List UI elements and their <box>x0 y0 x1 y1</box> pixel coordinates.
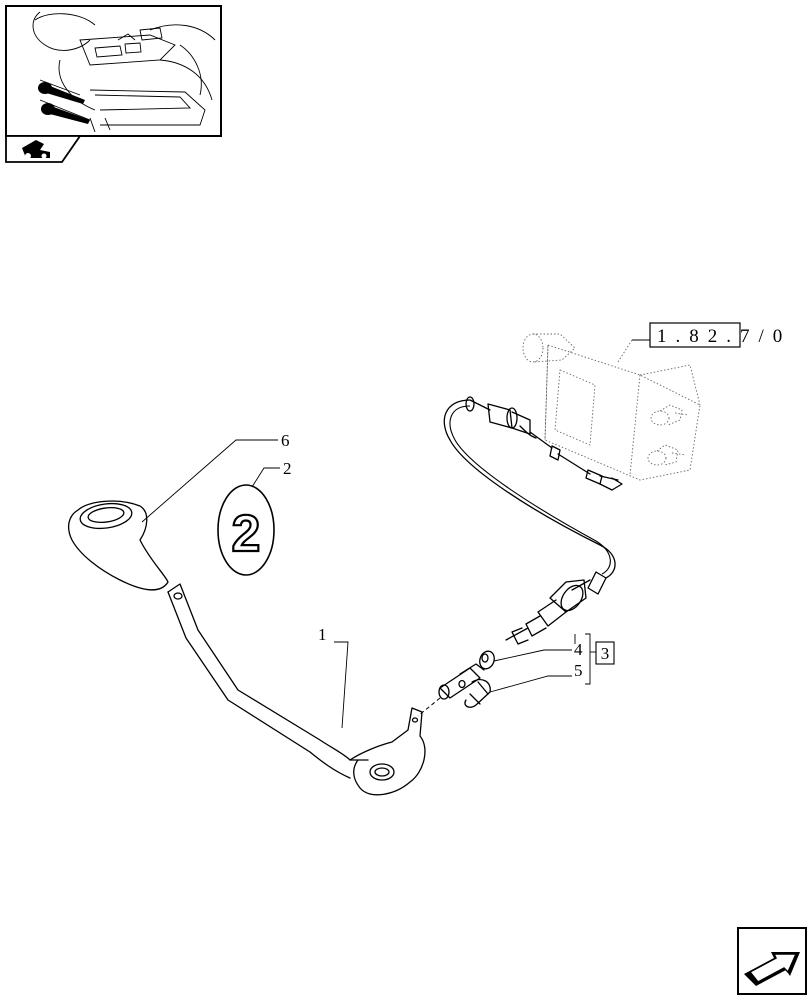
tractor-section-tab-icon <box>5 135 82 163</box>
tractor-cab-thumbnail-icon <box>5 5 222 137</box>
control-lever <box>167 583 426 796</box>
badge-number: 2 <box>232 505 261 563</box>
cable-lower-fitting <box>505 571 607 645</box>
callout-1: 1 <box>318 625 349 729</box>
callout-3-bracket: 3 <box>585 633 615 685</box>
callout-2: 2 <box>251 459 292 488</box>
callout-number: 5 <box>574 661 583 680</box>
reference-code: 1.82.7/0 <box>657 326 791 347</box>
callout-6: 6 <box>141 431 290 523</box>
callout-4: 4 <box>493 634 583 662</box>
cable-nut <box>479 650 495 670</box>
control-valve-reference <box>522 333 701 481</box>
next-page-arrow-icon[interactable] <box>737 927 807 995</box>
cable-upper-fitting <box>465 396 623 491</box>
callout-number: 1 <box>318 625 327 644</box>
callout-number: 3 <box>601 644 610 663</box>
callout-number: 6 <box>281 431 290 450</box>
retaining-clip <box>464 678 491 708</box>
callout-number: 2 <box>283 459 292 478</box>
callout-number: 4 <box>574 640 583 659</box>
lever-knob <box>67 500 169 591</box>
reference-callout: 1.82.7/0 <box>617 322 791 363</box>
callout-5: 5 <box>489 661 583 693</box>
cable-clevis <box>438 663 485 700</box>
kit-number-badge: 2 <box>217 484 275 576</box>
control-cable <box>443 399 616 579</box>
